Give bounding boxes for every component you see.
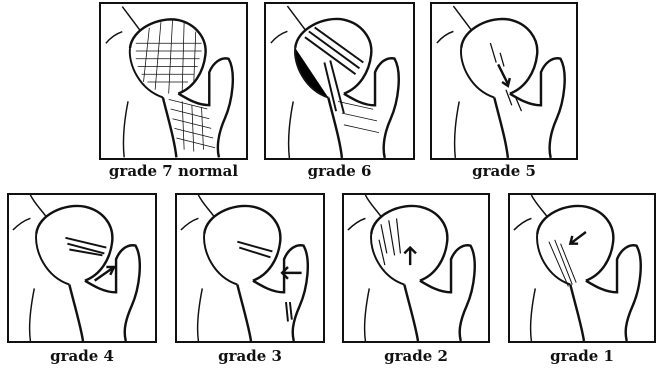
arrow-icon xyxy=(404,248,416,266)
panel-grade-4 xyxy=(7,193,157,343)
caption-grade-5: grade 5 xyxy=(430,162,578,180)
femur-grade-5-illustration xyxy=(432,4,576,158)
femur-grade-7-illustration xyxy=(101,4,246,158)
panel-grade-2 xyxy=(342,193,490,343)
caption-grade-7: grade 7 normal xyxy=(99,162,248,180)
femur-grade-3-illustration xyxy=(177,195,323,341)
caption-grade-6: grade 6 xyxy=(264,162,415,180)
femur-grade-6-illustration xyxy=(266,4,413,158)
panel-grade-3 xyxy=(175,193,325,343)
arrow-icon xyxy=(570,232,586,244)
caption-grade-1: grade 1 xyxy=(508,347,656,365)
arrow-icon xyxy=(282,267,301,279)
femur-grade-1-illustration xyxy=(510,195,654,341)
panel-grade-5 xyxy=(430,2,578,160)
femur-grade-2-illustration xyxy=(344,195,488,341)
femur-grade-4-illustration xyxy=(9,195,155,341)
arrow-icon xyxy=(498,64,510,85)
caption-grade-3: grade 3 xyxy=(175,347,325,365)
caption-grade-2: grade 2 xyxy=(342,347,490,365)
panel-grade-1 xyxy=(508,193,656,343)
caption-grade-4: grade 4 xyxy=(7,347,157,365)
panel-grade-7 xyxy=(99,2,248,160)
panel-grade-6 xyxy=(264,2,415,160)
